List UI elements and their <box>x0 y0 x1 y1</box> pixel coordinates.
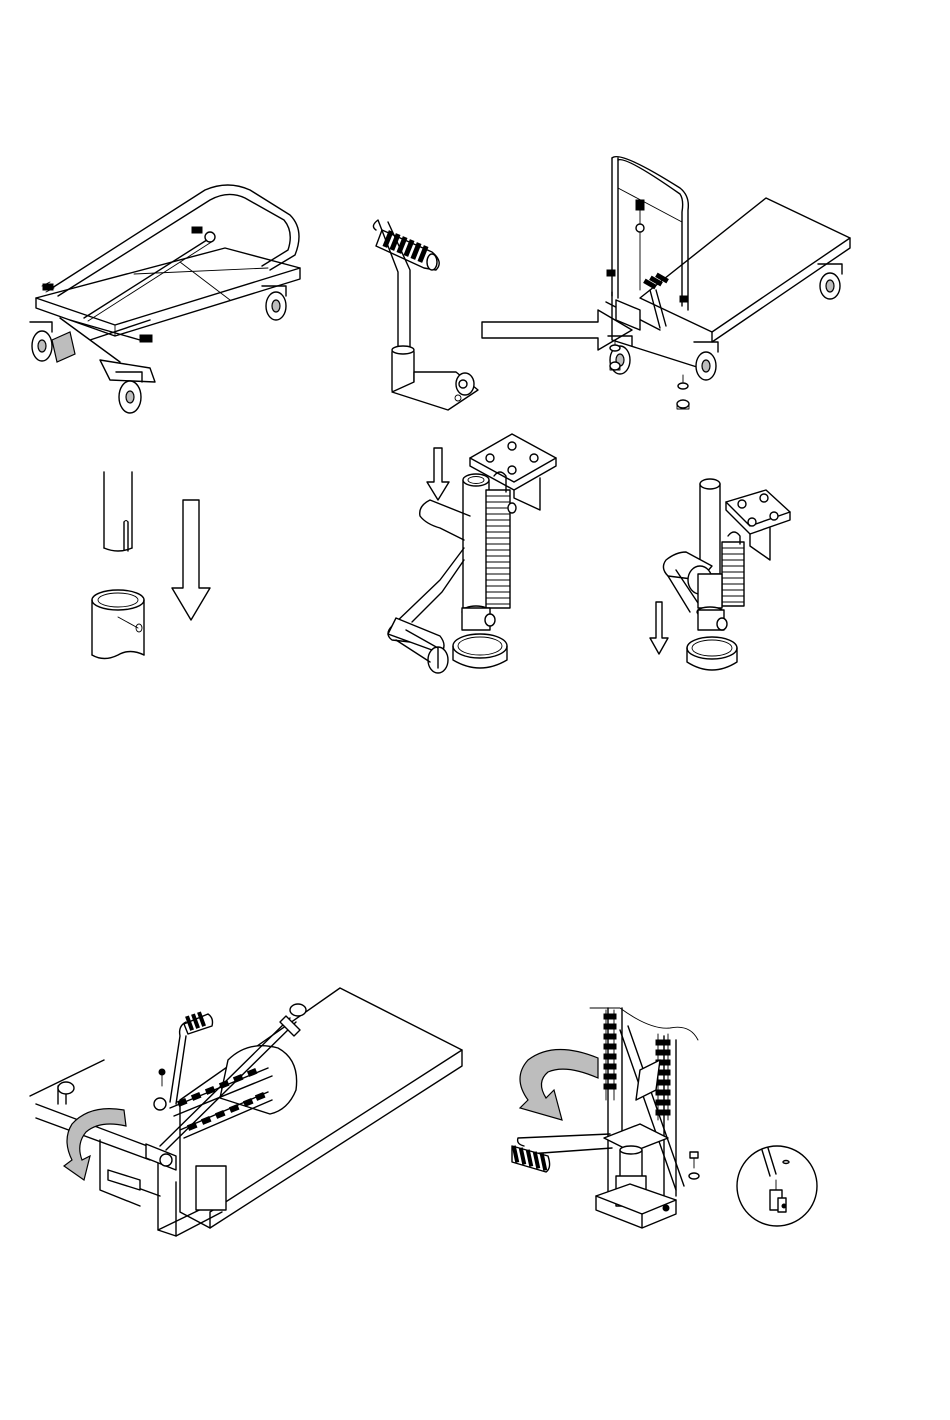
chain-pair-icon <box>604 1010 670 1120</box>
detail-inset-icon <box>737 1146 817 1226</box>
curved-rotate-arrow-icon <box>520 1049 598 1120</box>
pump-closeup-icon <box>512 1008 699 1228</box>
